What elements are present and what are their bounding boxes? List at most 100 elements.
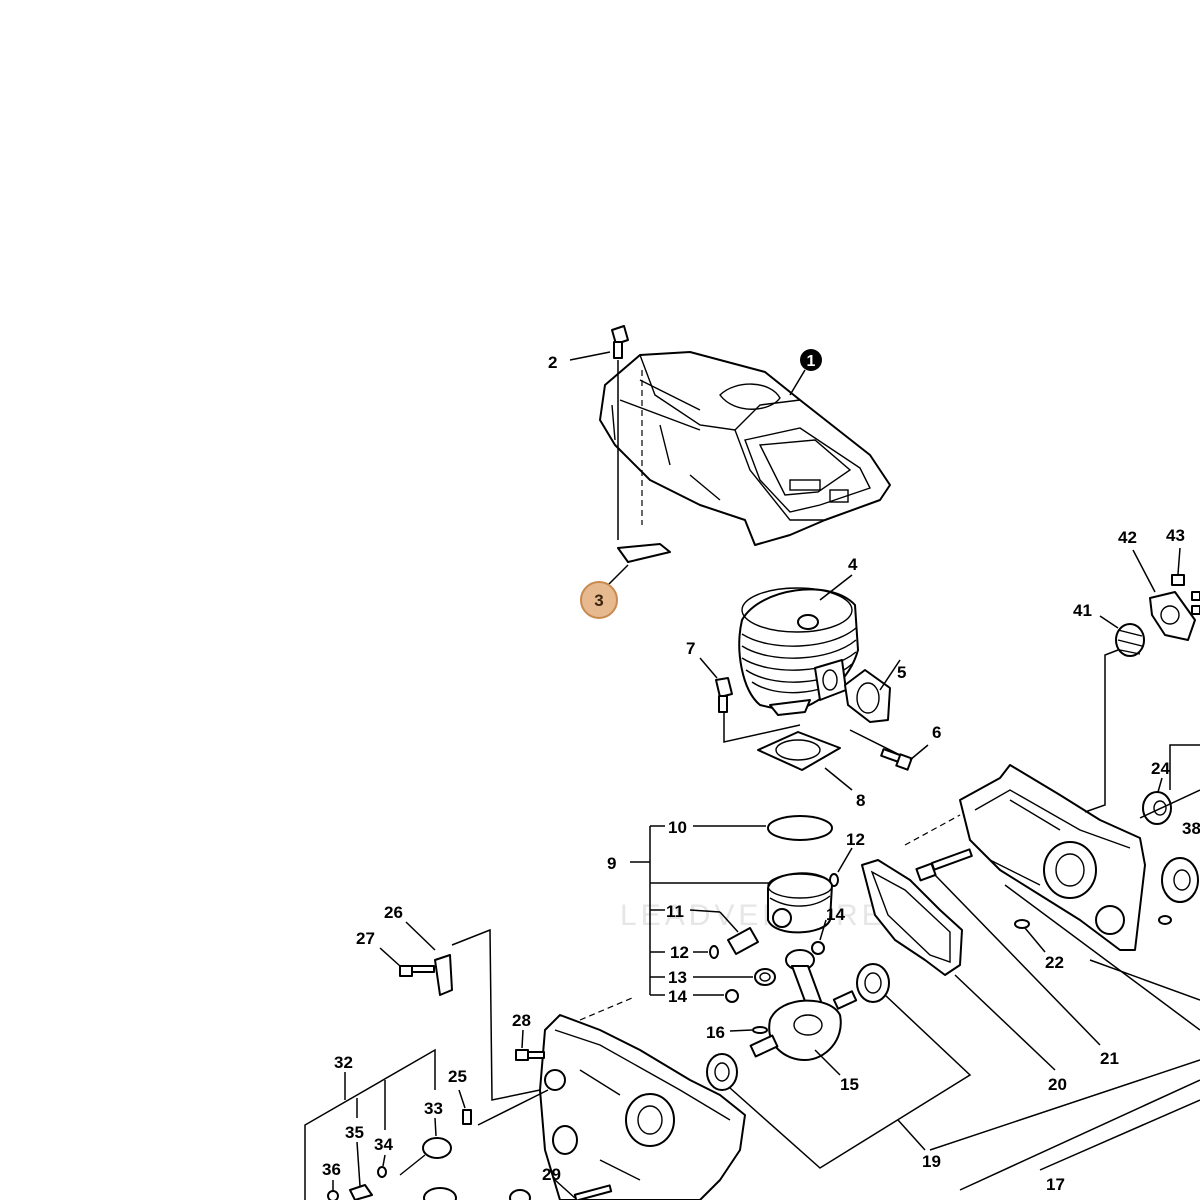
leader-21 — [934, 874, 1101, 1046]
part-22-long-screw[interactable] — [915, 848, 973, 882]
part-2-screw[interactable] — [611, 325, 629, 359]
label-12-lower: 12 — [670, 943, 689, 962]
leader-16 — [729, 1029, 753, 1032]
label-4: 4 — [848, 555, 858, 574]
label-43: 43 — [1166, 526, 1185, 545]
part-24-seal[interactable] — [1142, 791, 1172, 825]
part-19-bearing-left[interactable] — [706, 1053, 738, 1091]
part-33-filter[interactable] — [399, 1137, 452, 1176]
part-14-washer-upper[interactable] — [811, 941, 825, 955]
part-20-crankcase-gasket[interactable] — [861, 859, 963, 976]
leader-42 — [1132, 549, 1156, 593]
label-19: 19 — [922, 1152, 941, 1171]
label-32: 32 — [334, 1053, 353, 1072]
label-22: 22 — [1045, 953, 1064, 972]
label-2: 2 — [548, 353, 557, 372]
part-22-pin[interactable] — [1014, 919, 1030, 929]
part-15-crankshaft[interactable] — [749, 949, 858, 1061]
part-34-grommet[interactable] — [377, 1166, 387, 1178]
leader-28 — [521, 1029, 524, 1049]
label-26: 26 — [384, 903, 403, 922]
label-34: 34 — [374, 1135, 393, 1154]
label-16: 16 — [706, 1023, 725, 1042]
part-26-bracket[interactable] — [434, 954, 453, 996]
part-36-plug[interactable] — [327, 1190, 339, 1200]
part-42-plate[interactable] — [1149, 591, 1196, 641]
leader-1 — [789, 369, 806, 396]
part-14-washer-lower[interactable] — [725, 989, 739, 1003]
part-19-bearing-right[interactable] — [856, 963, 890, 1003]
part-38-seal[interactable] — [1161, 857, 1199, 903]
label-15: 15 — [840, 1075, 859, 1094]
part-10-piston-ring[interactable] — [767, 815, 833, 841]
leader-26 — [405, 921, 436, 951]
crankcase-right[interactable] — [959, 764, 1146, 951]
leader-38 — [1139, 789, 1200, 819]
highlight-marker-3[interactable]: 3 — [580, 581, 618, 619]
part-28-screw[interactable] — [515, 1049, 545, 1061]
leader-43 — [1177, 547, 1181, 575]
part-3-pad[interactable] — [617, 543, 671, 563]
label-36: 36 — [322, 1160, 341, 1179]
part-11-piston-pin[interactable] — [727, 927, 759, 955]
label-6: 6 — [932, 723, 941, 742]
part-12-clip-lower[interactable] — [709, 945, 719, 959]
leader-11b — [719, 911, 739, 933]
leader-11 — [689, 909, 721, 913]
leader-7 — [699, 657, 718, 679]
bottom-seal-left[interactable] — [423, 1187, 457, 1200]
leader-12-upper — [837, 847, 853, 873]
leader-19 — [897, 1119, 926, 1151]
assembly-badge[interactable]: 1 — [800, 349, 822, 371]
part-7-screw[interactable] — [715, 677, 733, 713]
leader-24-bracket — [1169, 744, 1200, 790]
leader-6 — [909, 744, 929, 761]
part-25-pin[interactable] — [462, 1109, 472, 1125]
label-28: 28 — [512, 1011, 531, 1030]
label-35: 35 — [345, 1123, 364, 1142]
leader-25 — [458, 1089, 466, 1109]
bottom-seal-mid[interactable] — [509, 1189, 531, 1200]
part-8-gasket[interactable] — [757, 731, 841, 771]
part-41-spring[interactable] — [1115, 623, 1145, 657]
highlight-marker-number: 3 — [594, 591, 603, 610]
label-14-upper: 14 — [826, 905, 845, 924]
label-25: 25 — [448, 1067, 467, 1086]
crankcase-left-axis-dash — [579, 997, 633, 1021]
part-29-screw[interactable] — [573, 1184, 613, 1200]
crankcase-left[interactable] — [539, 1014, 746, 1200]
part-35-clip[interactable] — [349, 1184, 373, 1200]
leader-35 — [356, 1141, 361, 1187]
leader-5 — [879, 659, 901, 691]
part-38-pin[interactable] — [1158, 915, 1172, 925]
label-14-lower: 14 — [668, 987, 687, 1006]
part-4-cylinder[interactable] — [738, 587, 859, 716]
leader-29 — [554, 1179, 576, 1199]
part-5-intake-flange[interactable] — [844, 669, 891, 723]
part-13-needle-bearing[interactable] — [754, 968, 776, 986]
leader-34 — [382, 1154, 386, 1167]
leader-8 — [824, 767, 853, 791]
piston[interactable] — [767, 872, 833, 934]
leader-33 — [434, 1117, 437, 1137]
shroud-cover[interactable] — [599, 351, 891, 546]
part-43-screw[interactable] — [1171, 574, 1200, 615]
label-38: 38 — [1182, 819, 1200, 838]
part-27-screw[interactable] — [399, 965, 435, 977]
part-6-screw[interactable] — [880, 748, 913, 771]
label-42: 42 — [1118, 528, 1137, 547]
leader-25-axis — [477, 1089, 549, 1126]
label-33: 33 — [424, 1099, 443, 1118]
leader-21-line-b — [1004, 884, 1200, 1031]
part-16-key[interactable] — [752, 1026, 768, 1034]
leader-22 — [1024, 927, 1046, 953]
bracket-32 — [304, 1048, 436, 1200]
label-10: 10 — [668, 818, 687, 837]
label-9: 9 — [607, 854, 616, 873]
watermark-text: LEADVENTURE — [620, 899, 886, 932]
label-21: 21 — [1100, 1049, 1119, 1068]
leader-20 — [954, 974, 1056, 1071]
label-13: 13 — [668, 968, 687, 987]
leader-21-line-c — [1089, 959, 1200, 1001]
